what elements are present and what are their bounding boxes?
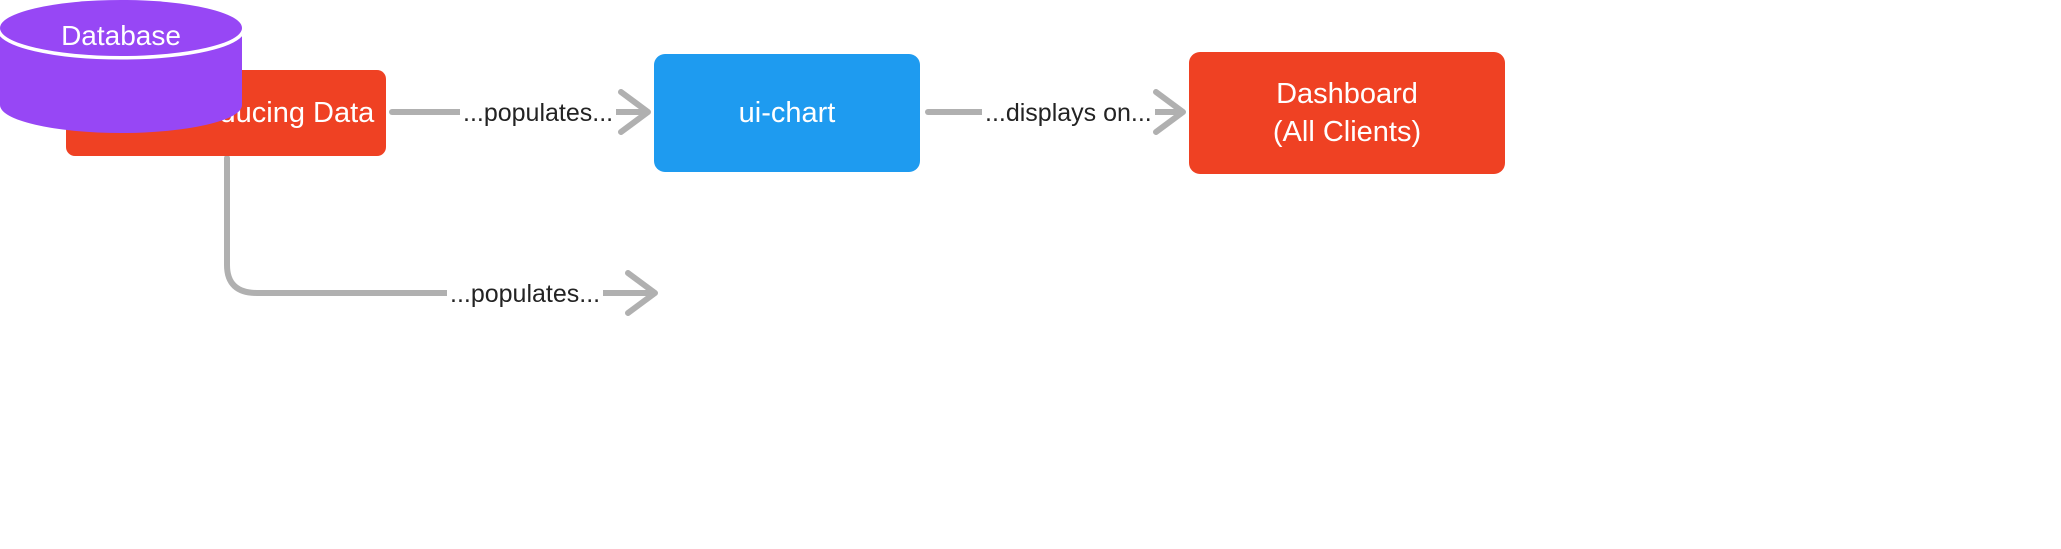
edge-label-populates-ui-chart: ...populates... (460, 99, 617, 128)
arrowhead-icon (1153, 89, 1186, 135)
arrowhead-icon (625, 270, 658, 316)
edge-label-populates-database: ...populates... (447, 280, 604, 309)
arrowhead-icon (618, 89, 651, 135)
node-label: ui-chart (738, 96, 836, 129)
node-dashboard[interactable]: Dashboard (All Clients) (1189, 52, 1505, 174)
node-label: Dashboard (All Clients) (1272, 77, 1422, 148)
node-database[interactable]: Database (0, 0, 242, 133)
edge-label-displays-on: ...displays on... (982, 99, 1155, 128)
edge-device-to-database (224, 155, 658, 316)
node-ui-chart[interactable]: ui-chart (654, 54, 920, 172)
edge-line (224, 155, 655, 296)
cylinder-icon (0, 0, 242, 133)
